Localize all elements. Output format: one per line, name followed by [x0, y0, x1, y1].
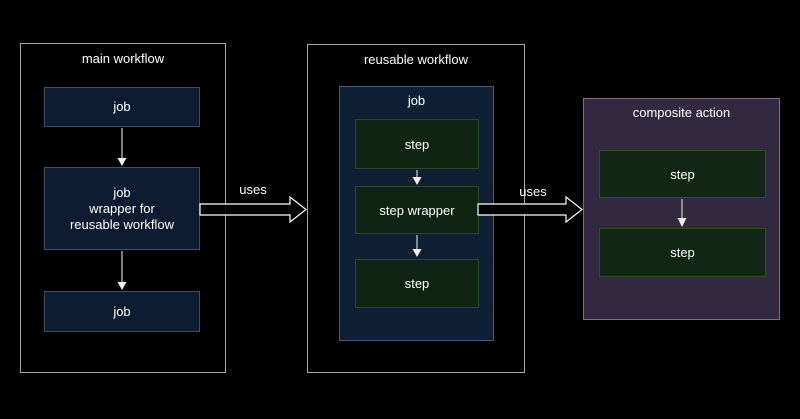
- step-label: step: [404, 136, 430, 152]
- composite-action-title: composite action: [632, 105, 731, 120]
- reusable-step-bottom: step: [355, 259, 479, 308]
- main-workflow-container: main workflow job job wrapper for reusab…: [20, 43, 226, 373]
- step-label: step: [670, 166, 695, 182]
- main-workflow-job-top: job: [44, 87, 200, 127]
- step-label: step: [670, 245, 695, 260]
- job-label: job: [113, 99, 131, 114]
- step-wrapper-label: step wrapper: [379, 202, 455, 218]
- composite-step-bottom: step: [599, 228, 766, 277]
- main-workflow-job-wrapper: job wrapper for reusable workflow: [44, 167, 200, 250]
- reusable-step-wrapper: step wrapper: [355, 186, 479, 234]
- reusable-job-title: job: [407, 93, 426, 108]
- main-workflow-title: main workflow: [81, 51, 165, 66]
- uses-label-right: uses: [519, 184, 547, 199]
- step-label: step: [404, 276, 430, 291]
- reusable-workflow-title: reusable workflow: [363, 52, 469, 67]
- reusable-step-top: step: [355, 119, 479, 169]
- job-wrapper-label: job wrapper for reusable workflow: [69, 184, 175, 232]
- composite-action-container: composite action step step: [583, 98, 780, 320]
- job-label: job: [113, 303, 131, 319]
- uses-label-left: uses: [239, 182, 267, 197]
- main-workflow-job-bottom: job: [44, 291, 200, 332]
- reusable-workflow-container: reusable workflow job step step wrapper …: [307, 44, 525, 373]
- reusable-workflow-job-container: job step step wrapper step: [339, 86, 494, 341]
- composite-step-top: step: [599, 150, 766, 198]
